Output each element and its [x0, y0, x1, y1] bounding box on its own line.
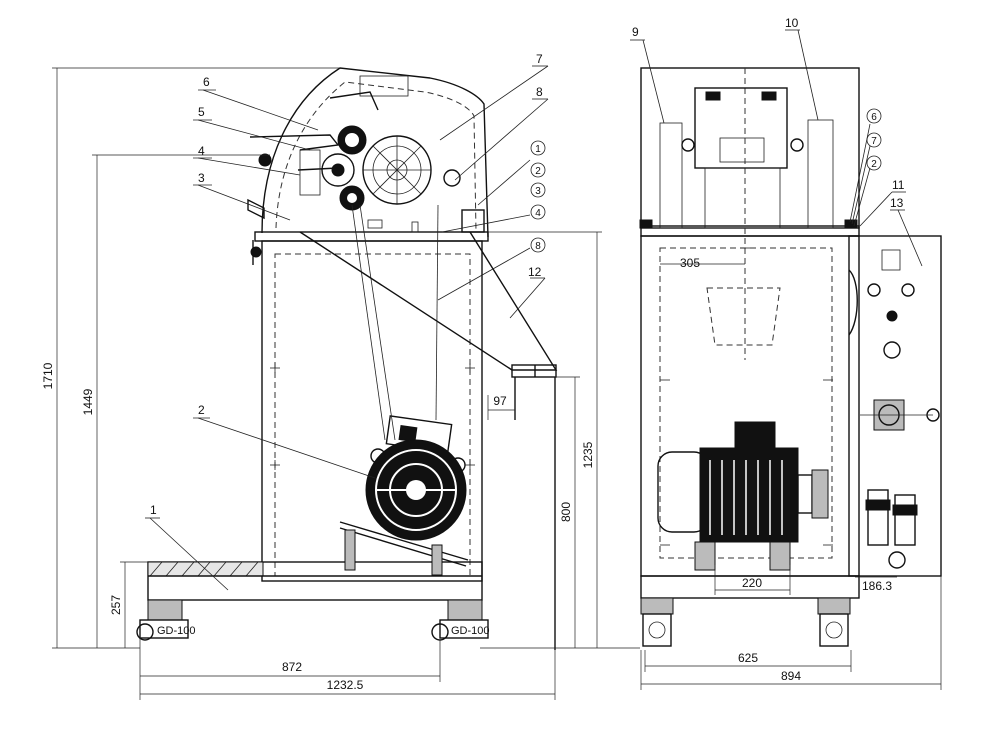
dim-220: 220 [742, 576, 762, 590]
side-view: GD-100 GD-100 [136, 67, 558, 650]
drive-belts [351, 204, 439, 441]
front-view [639, 67, 942, 647]
dim-625: 625 [738, 651, 758, 665]
dim-1232-5: 1232.5 [327, 678, 364, 692]
motor-assembly [339, 415, 469, 576]
dim-894: 894 [781, 669, 801, 683]
part-label-9: 9 [632, 25, 639, 39]
circled-label-6: 6 [871, 112, 877, 123]
left-caster-front: GD-100 [136, 599, 196, 641]
dim-1235: 1235 [581, 441, 595, 468]
part-labels: 1 2 3 4 5 6 7 8 12 9 10 11 13 [150, 16, 905, 517]
part-label-1: 1 [150, 503, 157, 517]
circled-label-2b: 2 [871, 159, 877, 170]
caster-label-rear: GD-100 [451, 625, 490, 637]
left-caster-rear: GD-100 [431, 599, 490, 641]
dimension-texts: 1710 1449 257 872 1232.5 97 800 1235 305… [41, 256, 892, 692]
part-label-6: 6 [203, 75, 210, 89]
front-hood [640, 67, 860, 229]
part-label-12: 12 [528, 265, 542, 279]
base-frame [147, 561, 483, 601]
cutter-mechanism [247, 91, 485, 265]
circled-label-4: 4 [535, 208, 541, 219]
dim-97: 97 [493, 394, 507, 408]
part-label-8: 8 [536, 85, 543, 99]
part-label-2: 2 [198, 403, 205, 417]
circled-label-8: 8 [535, 241, 541, 252]
circled-label-7: 7 [871, 136, 877, 147]
dim-800: 800 [559, 502, 573, 522]
part-label-3: 3 [198, 171, 205, 185]
part-label-11: 11 [892, 178, 905, 192]
part-label-10: 10 [785, 16, 799, 30]
part-label-13: 13 [890, 196, 904, 210]
part-label-5: 5 [198, 105, 205, 119]
base-hatch [149, 561, 259, 577]
cabinet-panel-marks [270, 363, 475, 470]
hood-inner-dashed [275, 81, 477, 233]
dim-872: 872 [282, 660, 302, 674]
hood-vent [359, 75, 409, 97]
dim-257: 257 [109, 595, 123, 615]
front-motor [657, 421, 829, 571]
circled-label-2: 2 [535, 166, 541, 177]
dim-186-3: 186.3 [862, 579, 892, 593]
dim-305: 305 [680, 256, 700, 270]
caster-label-left: GD-100 [157, 625, 196, 637]
part-label-7: 7 [536, 52, 543, 66]
leader-lines [145, 29, 923, 591]
discharge-chute [299, 231, 558, 650]
top-plate [254, 231, 489, 242]
cabinet-body [261, 240, 483, 582]
circled-label-1: 1 [535, 144, 541, 155]
circled-labels: 1 2 3 4 8 6 7 2 [530, 108, 882, 253]
hood-outline [261, 67, 489, 238]
part-label-4: 4 [198, 144, 205, 158]
dimension-lines [52, 67, 942, 700]
dim-1449: 1449 [81, 388, 95, 415]
circled-label-3: 3 [535, 186, 541, 197]
control-box [848, 235, 942, 577]
dim-1710: 1710 [41, 362, 55, 389]
